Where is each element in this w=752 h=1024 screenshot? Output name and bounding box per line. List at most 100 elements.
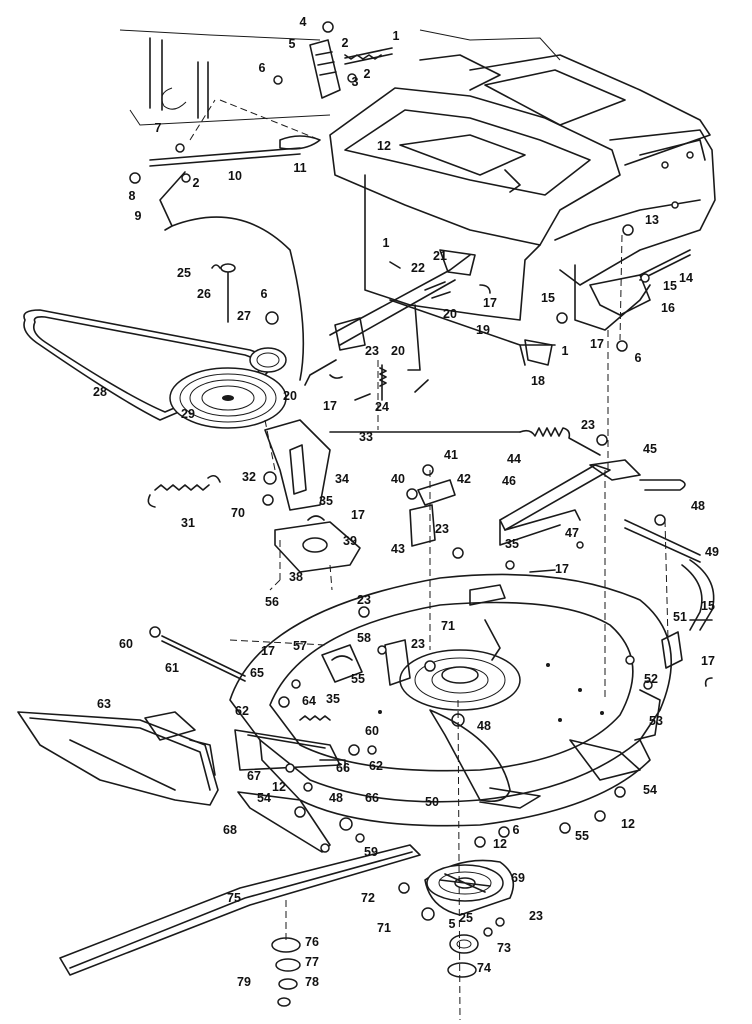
callout-8: 8 — [129, 189, 136, 203]
callout-2: 2 — [342, 36, 349, 50]
callout-22: 22 — [411, 261, 425, 275]
callout-62: 62 — [369, 759, 383, 773]
callout-35: 35 — [326, 692, 340, 706]
callout-66: 66 — [365, 791, 379, 805]
callout-76: 76 — [305, 935, 319, 949]
callout-27: 27 — [237, 309, 251, 323]
callout-17: 17 — [483, 296, 497, 310]
callout-21: 21 — [433, 249, 447, 263]
callout-17: 17 — [701, 654, 715, 668]
callout-12: 12 — [272, 780, 286, 794]
phantom-lines — [229, 330, 609, 700]
callout-78: 78 — [305, 975, 319, 989]
callout-31: 31 — [181, 516, 195, 530]
callout-18: 18 — [531, 374, 545, 388]
callout-7: 7 — [155, 121, 162, 135]
callout-19: 19 — [476, 323, 490, 337]
front-bracket — [149, 626, 411, 721]
callout-79: 79 — [237, 975, 251, 989]
callout-54: 54 — [257, 791, 271, 805]
lift-linkage — [129, 21, 393, 381]
callout-74: 74 — [477, 961, 491, 975]
mower-deck — [229, 573, 672, 827]
callout-71: 71 — [441, 619, 455, 633]
callout-59: 59 — [364, 845, 378, 859]
callout-35: 35 — [505, 537, 519, 551]
callout-66: 66 — [336, 761, 350, 775]
callout-17: 17 — [323, 399, 337, 413]
callout-42: 42 — [457, 472, 471, 486]
callout-69: 69 — [511, 871, 525, 885]
callout-64: 64 — [302, 694, 316, 708]
callout-3: 3 — [352, 75, 359, 89]
callout-73: 73 — [497, 941, 511, 955]
belt-pulley-assembly — [23, 263, 287, 429]
callout-34: 34 — [335, 472, 349, 486]
callout-41: 41 — [444, 448, 458, 462]
callout-48: 48 — [477, 719, 491, 733]
callout-44: 44 — [507, 452, 521, 466]
callout-12: 12 — [377, 139, 391, 153]
callout-14: 14 — [679, 271, 693, 285]
callout-12: 12 — [493, 837, 507, 851]
callout-6: 6 — [635, 351, 642, 365]
callout-11: 11 — [293, 161, 306, 175]
callout-12: 12 — [621, 817, 635, 831]
callout-40: 40 — [391, 472, 405, 486]
engagement-linkage — [304, 249, 556, 401]
callout-25: 25 — [177, 266, 191, 280]
callout-48: 48 — [691, 499, 705, 513]
callout-16: 16 — [661, 301, 675, 315]
callout-6: 6 — [513, 823, 520, 837]
callout-70: 70 — [231, 506, 245, 520]
callout-23: 23 — [357, 593, 371, 607]
callout-15: 15 — [701, 599, 715, 613]
callout-5: 5 — [449, 917, 456, 931]
callout-58: 58 — [357, 631, 371, 645]
fender-housing — [329, 54, 716, 331]
callout-20: 20 — [283, 389, 297, 403]
callout-20: 20 — [443, 307, 457, 321]
callout-23: 23 — [581, 418, 595, 432]
callout-1: 1 — [383, 236, 390, 250]
callout-35: 35 — [319, 494, 333, 508]
callout-29: 29 — [181, 407, 195, 421]
callout-61: 61 — [165, 661, 179, 675]
idler-bracket — [147, 419, 601, 591]
callout-23: 23 — [435, 522, 449, 536]
callout-2: 2 — [193, 176, 200, 190]
callout-50: 50 — [425, 795, 439, 809]
callout-17: 17 — [555, 562, 569, 576]
callout-71: 71 — [377, 921, 391, 935]
callout-32: 32 — [242, 470, 256, 484]
callout-6: 6 — [259, 61, 266, 75]
callout-24: 24 — [375, 400, 389, 414]
callout-52: 52 — [644, 672, 658, 686]
callout-5: 5 — [289, 37, 296, 51]
callout-9: 9 — [135, 209, 142, 223]
callout-55: 55 — [575, 829, 589, 843]
callout-60: 60 — [365, 724, 379, 738]
callout-49: 49 — [705, 545, 719, 559]
callout-67: 67 — [247, 769, 261, 783]
callout-47: 47 — [565, 526, 579, 540]
callout-53: 53 — [649, 714, 663, 728]
callout-15: 15 — [663, 279, 677, 293]
callout-4: 4 — [300, 15, 307, 29]
callout-65: 65 — [250, 666, 264, 680]
discharge-chute — [17, 711, 219, 806]
callout-28: 28 — [93, 385, 107, 399]
callout-17: 17 — [351, 508, 365, 522]
callout-72: 72 — [361, 891, 375, 905]
callout-33: 33 — [359, 430, 373, 444]
callout-63: 63 — [97, 697, 111, 711]
callout-23: 23 — [529, 909, 543, 923]
callout-48: 48 — [329, 791, 343, 805]
side-strap — [576, 514, 715, 631]
callout-39: 39 — [343, 534, 357, 548]
callout-55: 55 — [351, 672, 365, 686]
callout-25: 25 — [459, 911, 473, 925]
callout-2: 2 — [364, 67, 371, 81]
callout-23: 23 — [411, 637, 425, 651]
